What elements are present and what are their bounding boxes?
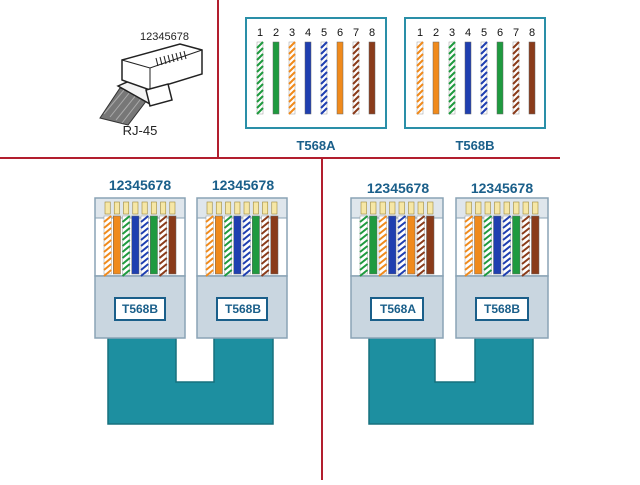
- connector-wire-t568b-pin-4: [493, 215, 502, 275]
- crossover-left-pin-numbers: 12345678: [367, 180, 430, 196]
- crossover-right-connector: [455, 197, 549, 339]
- connector-wire-t568a-pin-5: [397, 215, 407, 277]
- crossover-right-pin-numbers: 12345678: [471, 180, 534, 196]
- straight-right-label: T568B: [225, 302, 261, 316]
- crossover-left-label: T568A: [380, 302, 416, 316]
- connector-wire-t568a-pin-3: [378, 215, 388, 277]
- connector-wire-t568a-pin-4: [388, 215, 397, 275]
- wire-t568a-pin-5: [320, 41, 328, 115]
- wire-t568b-pin-8: [528, 41, 536, 115]
- pin-number-t568a-2: 2: [273, 27, 279, 39]
- wire-t568a-pin-6: [336, 41, 344, 115]
- wire-t568a-pin-3: [288, 41, 296, 115]
- rj45-plug-illustration: 12345678 RJ-45: [99, 31, 203, 138]
- wire-t568b-pin-5: [480, 41, 488, 115]
- connector-wire-t568b-pin-6: [512, 215, 521, 275]
- pin-number-t568b-5: 5: [481, 27, 487, 39]
- connector-wire-t568b-pin-1: [103, 215, 112, 277]
- wire-t568a-pin-4: [304, 41, 312, 115]
- connector-wire-t568a-pin-1: [359, 215, 369, 277]
- pin-number-t568a-3: 3: [289, 27, 295, 39]
- connector-wire-t568b-pin-5: [242, 215, 251, 277]
- connector-wire-t568b-pin-3: [223, 215, 233, 277]
- connector-wire-t568b-pin-4: [131, 215, 140, 275]
- connector-wire-t568b-pin-8: [531, 215, 540, 275]
- connector-wire-t568b-pin-4: [233, 215, 242, 275]
- plug-pin-numbers: 12345678: [140, 31, 189, 43]
- connector-wire-t568b-pin-8: [270, 215, 279, 275]
- straight-left-label: T568B: [122, 302, 158, 316]
- straight-cable-body: [107, 335, 274, 425]
- crossover-cable-body: [368, 335, 534, 425]
- standard-label-t568b: T568B: [455, 138, 494, 153]
- connector-wire-t568b-pin-8: [168, 215, 177, 275]
- plug-label: RJ-45: [123, 123, 158, 138]
- wire-t568b-pin-4: [464, 41, 472, 115]
- connector-wire-t568b-pin-2: [474, 215, 483, 275]
- straight-right-pin-numbers: 12345678: [212, 177, 275, 193]
- connector-wire-t568b-pin-1: [464, 215, 474, 277]
- wire-t568a-pin-2: [272, 41, 280, 115]
- connector-wire-t568b-pin-5: [502, 215, 512, 277]
- connector-wire-t568a-pin-2: [369, 215, 378, 275]
- connector-wire-t568b-pin-7: [158, 215, 168, 277]
- wire-t568b-pin-6: [496, 41, 504, 115]
- connector-wire-t568a-pin-6: [407, 215, 416, 275]
- pin-number-t568a-7: 7: [353, 27, 359, 39]
- connector-wire-t568b-pin-2: [113, 215, 121, 275]
- connector-wire-t568b-pin-7: [260, 215, 270, 277]
- pin-number-t568b-6: 6: [497, 27, 503, 39]
- pin-number-t568a-6: 6: [337, 27, 343, 39]
- pin-number-t568b-7: 7: [513, 27, 519, 39]
- straight-left-connector: [94, 197, 186, 339]
- wire-t568b-pin-1: [416, 41, 424, 115]
- pin-number-t568b-1: 1: [417, 27, 423, 39]
- connector-wire-t568b-pin-6: [150, 215, 158, 275]
- crossover-left-connector: [350, 197, 444, 339]
- pin-number-t568b-8: 8: [529, 27, 535, 39]
- connector-wire-t568b-pin-7: [521, 215, 531, 277]
- pin-number-t568a-8: 8: [369, 27, 375, 39]
- pin-number-t568b-4: 4: [465, 27, 471, 39]
- pin-number-t568b-2: 2: [433, 27, 439, 39]
- connector-wire-t568b-pin-3: [483, 215, 493, 277]
- connector-wire-t568b-pin-6: [252, 215, 260, 275]
- wire-t568b-pin-2: [432, 41, 440, 115]
- wire-t568b-pin-7: [512, 41, 520, 115]
- wire-t568b-pin-3: [448, 41, 456, 115]
- straight-left-pin-numbers: 12345678: [109, 177, 172, 193]
- connector-wire-t568b-pin-5: [140, 215, 149, 277]
- panel-dividers: [0, 0, 560, 480]
- straight-through-cable: 12345678 12345678 T568B T568B: [94, 177, 288, 425]
- crossover-cable: 12345678 12345678 T568A T568B: [350, 180, 549, 425]
- connector-wire-t568b-pin-1: [205, 215, 214, 277]
- pin-number-t568a-5: 5: [321, 27, 327, 39]
- straight-right-connector: [196, 197, 288, 339]
- wire-t568a-pin-1: [256, 41, 264, 115]
- standard-label-t568a: T568A: [296, 138, 336, 153]
- wire-t568a-pin-7: [352, 41, 360, 115]
- wire-t568a-pin-8: [368, 41, 376, 115]
- connector-wire-t568a-pin-7: [416, 215, 426, 277]
- pin-number-t568a-4: 4: [305, 27, 311, 39]
- crossover-right-label: T568B: [484, 302, 520, 316]
- pin-number-t568a-1: 1: [257, 27, 263, 39]
- connector-wire-t568a-pin-8: [426, 215, 435, 275]
- connector-wire-t568b-pin-3: [121, 215, 131, 277]
- pin-number-t568b-3: 3: [449, 27, 455, 39]
- connector-wire-t568b-pin-2: [215, 215, 223, 275]
